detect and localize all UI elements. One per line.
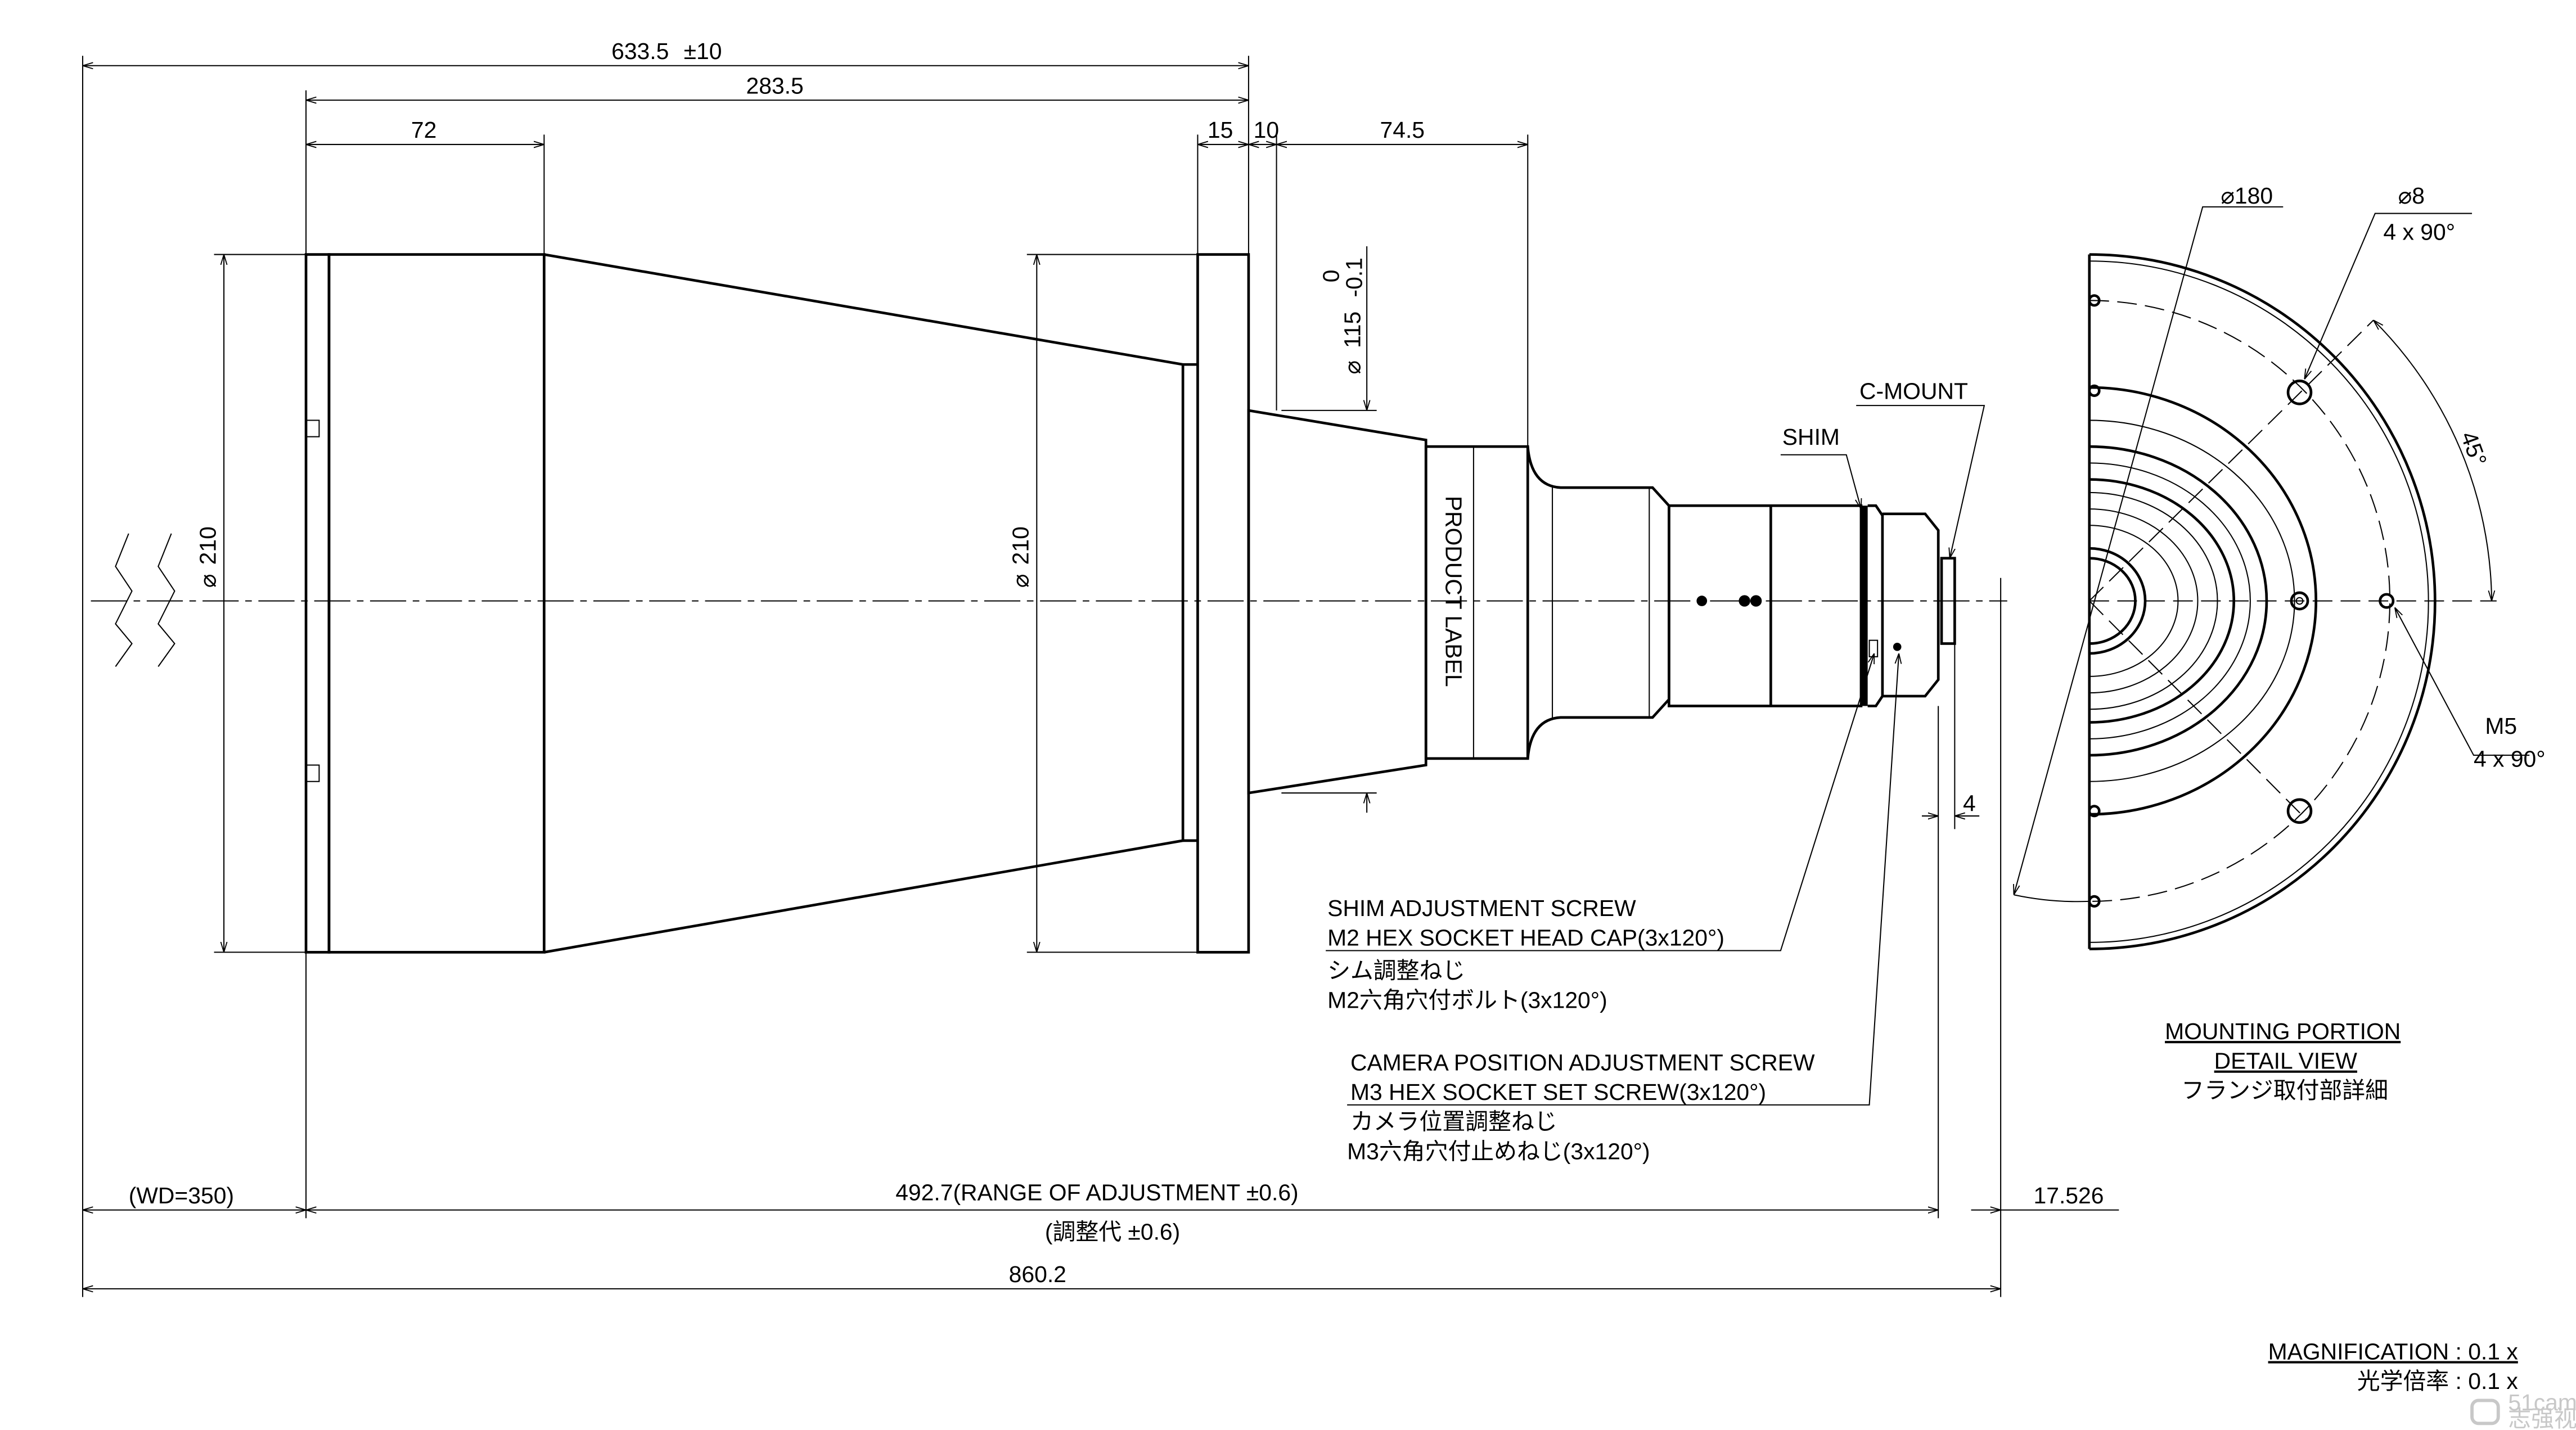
svg-text:210: 210	[1008, 526, 1034, 565]
magnification-en: MAGNIFICATION : 0.1 x	[2268, 1338, 2518, 1364]
dim-total: 860.2	[1009, 1261, 1066, 1287]
extension-lines	[82, 56, 2002, 1297]
svg-text:51camera: 51camera	[2508, 1390, 2576, 1415]
cam-screw-label-2: M3 HEX SOCKET SET SCREW(3x120°)	[1350, 1079, 1766, 1105]
dim-body-length: 283.5	[746, 73, 804, 98]
cam-screw-label-jp1: カメラ位置調整ねじ	[1350, 1109, 1557, 1135]
dim-cmount-offset: 4	[1963, 790, 1976, 816]
break-marks	[115, 533, 175, 667]
dim-rear-section: 74.5	[1380, 117, 1425, 143]
dim-overall-length: 633.5	[611, 38, 669, 64]
detail-d8: ⌀8	[2398, 183, 2425, 209]
shim-label: SHIM	[1782, 424, 1840, 450]
detail-title-jp: フランジ取付部詳細	[2181, 1077, 2388, 1103]
detail-m5-count: 4 x 90°	[2474, 746, 2546, 772]
cmount-label: C-MOUNT	[1859, 378, 1968, 404]
dim-overall-tol: ±10	[684, 38, 722, 64]
callout-leaders	[1326, 405, 1985, 1106]
svg-text:-0.1: -0.1	[1341, 258, 1367, 297]
lens-body	[304, 253, 1956, 954]
dim-range-jp: (調整代 ±0.6)	[1045, 1219, 1180, 1244]
svg-text:志强视觉科技: 志强视觉科技	[2508, 1406, 2576, 1430]
detail-angle: 45°	[2456, 428, 2492, 470]
mounting-detail-view	[2014, 206, 2530, 950]
shim-screw-label-2: M2 HEX SOCKET HEAD CAP(3x120°)	[1327, 925, 1724, 951]
shim-screw-label-jp2: M2六角穴付ボルト(3x120°)	[1327, 987, 1607, 1013]
cam-screw-label-jp2: M3六角穴付止めねじ(3x120°)	[1347, 1138, 1650, 1164]
product-label: PRODUCT LABEL	[1440, 496, 1466, 687]
dimension-lines	[82, 66, 2119, 1289]
shim-screw-label-1: SHIM ADJUSTMENT SCREW	[1327, 895, 1636, 921]
svg-text:0: 0	[1318, 269, 1344, 282]
dim-flange-thickness: 15	[1208, 117, 1233, 143]
dim-flange-gap: 10	[1254, 117, 1279, 143]
dim-mount-diameter: ⌀ 115 0 -0.1	[1318, 258, 1367, 375]
shim-screw-label-jp1: シム調整ねじ	[1327, 958, 1465, 984]
svg-text:⌀: ⌀	[1008, 574, 1034, 588]
svg-text:⌀: ⌀	[1339, 360, 1365, 375]
svg-text:⌀: ⌀	[195, 574, 220, 588]
dim-wd: (WD=350)	[129, 1183, 234, 1208]
detail-title-2: DETAIL VIEW	[2214, 1048, 2358, 1074]
dim-flange-back: 17.526	[2034, 1183, 2104, 1208]
detail-d8-count: 4 x 90°	[2383, 219, 2455, 245]
detail-d180: ⌀180	[2221, 183, 2273, 209]
detail-m5: M5	[2485, 713, 2517, 739]
watermark-logo: 51camera 志强视觉科技	[2470, 1390, 2576, 1430]
magnification-jp: 光学倍率 : 0.1 x	[2357, 1368, 2518, 1394]
svg-text:210: 210	[195, 526, 220, 565]
dim-front-diameter: ⌀ 210	[195, 526, 220, 588]
dim-range: 492.7(RANGE OF ADJUSTMENT ±0.6)	[895, 1179, 1298, 1205]
detail-title-1: MOUNTING PORTION	[2165, 1018, 2401, 1044]
dim-cone-diameter: ⌀ 210	[1008, 526, 1034, 588]
svg-text:115: 115	[1339, 312, 1365, 348]
dim-front-cylinder: 72	[411, 117, 436, 143]
cam-screw-label-1: CAMERA POSITION ADJUSTMENT SCREW	[1350, 1050, 1815, 1076]
